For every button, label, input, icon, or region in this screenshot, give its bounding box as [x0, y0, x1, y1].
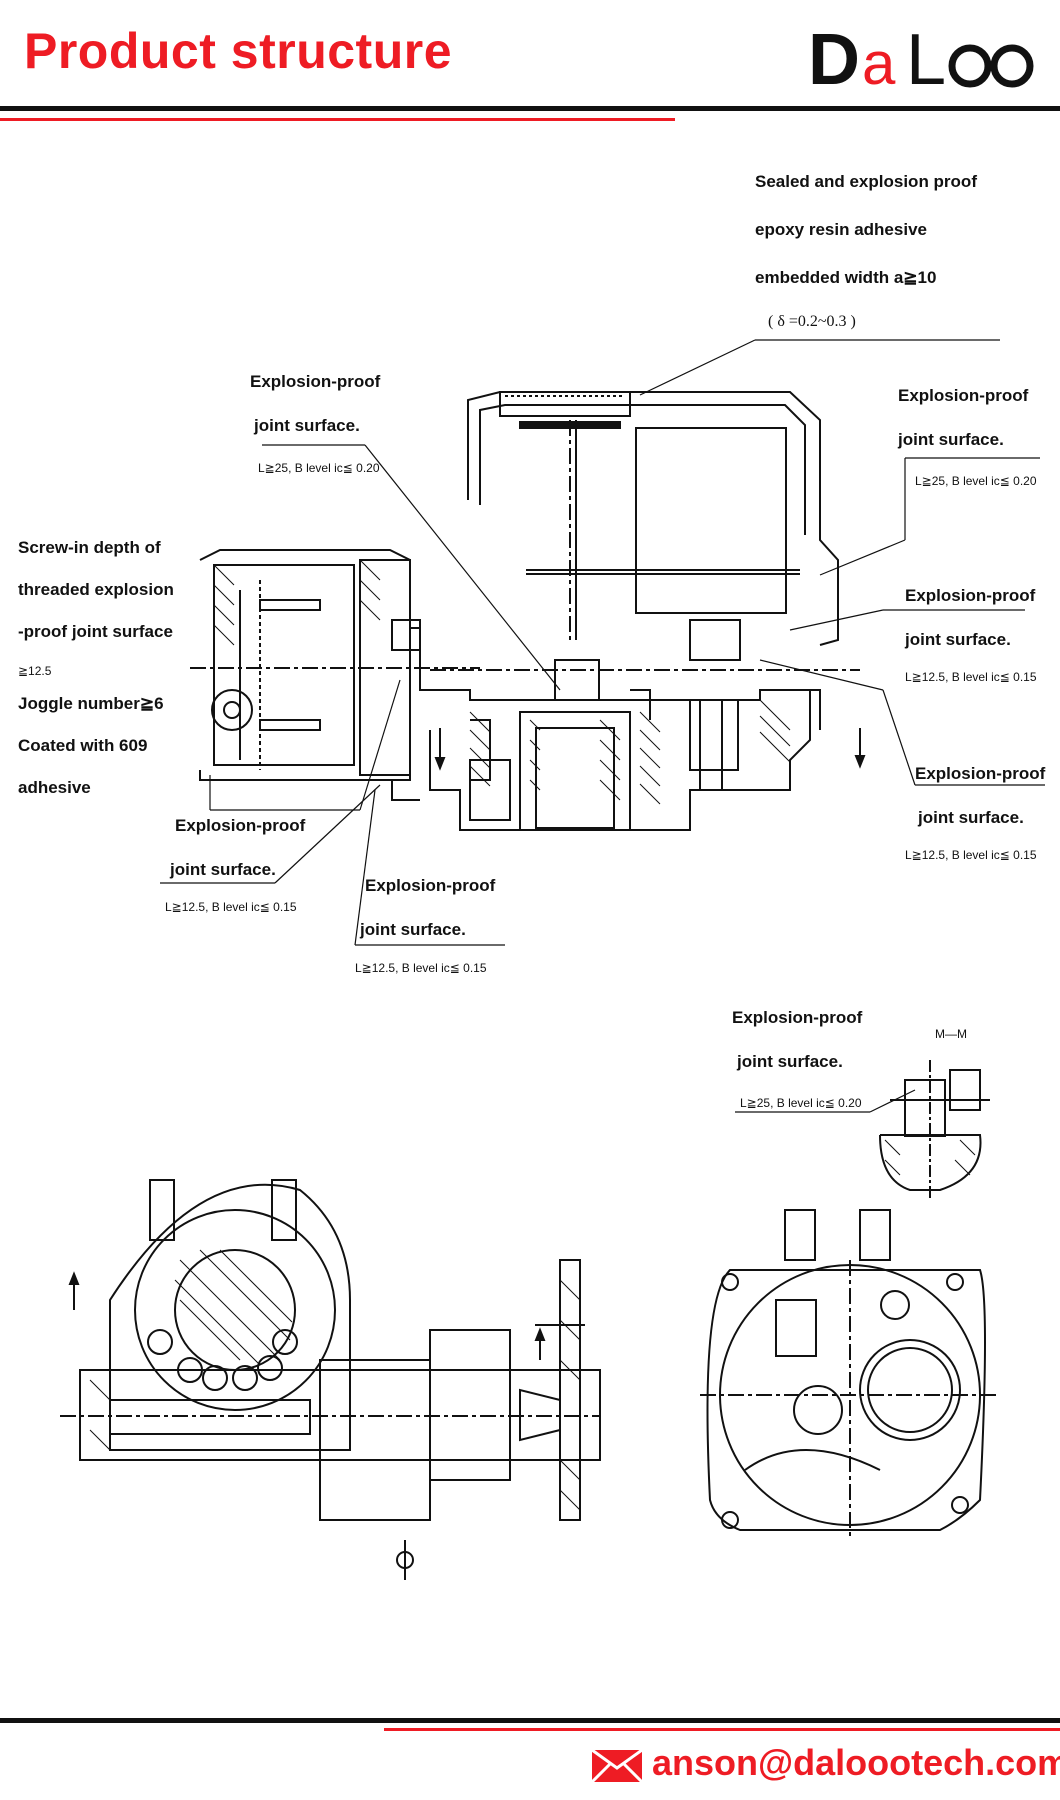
label-mid-right-spec: L≧12.5, B level ic≦ 0.15 — [905, 670, 1037, 684]
terminal-chamber — [190, 549, 480, 801]
label-screw-1: Screw-in depth of — [18, 538, 161, 557]
main-housing — [410, 391, 866, 831]
label-low-right-1: Explosion-proof — [915, 764, 1046, 783]
label-mid-right-1: Explosion-proof — [905, 586, 1036, 605]
label-screw-2: threaded explosion — [18, 580, 174, 599]
label-sealed-1: Sealed and explosion proof — [755, 172, 977, 191]
label-top-left-spec: L≧25, B level ic≦ 0.20 — [258, 461, 380, 475]
label-sealed-4: ( δ =0.2~0.3 ) — [768, 313, 856, 330]
label-top-left-2: joint surface. — [254, 416, 360, 435]
header-rule-black — [0, 106, 1060, 111]
page-title: Product structure — [24, 23, 453, 79]
label-screw-5: Joggle number≧6 — [18, 694, 164, 713]
label-screw-4: ≧12.5 — [18, 664, 52, 678]
label-sealed-2: epoxy resin adhesive — [755, 220, 927, 239]
label-sealed-3: embedded width a≧10 — [755, 268, 937, 287]
label-top-right-2: joint surface. — [898, 430, 1004, 449]
contact: anson@daloootech.com — [590, 1740, 1060, 1790]
label-screw-3: -proof joint surface — [18, 622, 173, 641]
label-top-right-spec: L≧25, B level ic≦ 0.20 — [915, 474, 1037, 488]
leader-lines-top — [160, 339, 1045, 946]
label-low-left-1: Explosion-proof — [175, 816, 306, 835]
label-low-left-2: joint surface. — [170, 860, 276, 879]
svg-text:D: D — [808, 22, 860, 100]
mail-icon — [590, 1748, 644, 1784]
svg-text:a: a — [862, 30, 896, 97]
svg-text:L: L — [906, 22, 946, 100]
label-low-mid-spec: L≧12.5, B level ic≦ 0.15 — [355, 961, 487, 975]
label-mm-spec: L≧25, B level ic≦ 0.20 — [740, 1096, 862, 1110]
label-mm-2: joint surface. — [737, 1052, 843, 1071]
label-mid-right-2: joint surface. — [905, 630, 1011, 649]
footer-rule-black — [0, 1718, 1060, 1723]
label-low-left-spec: L≧12.5, B level ic≦ 0.15 — [165, 900, 297, 914]
footer-rule-red — [384, 1728, 1060, 1731]
label-screw-6: Coated with 609 — [18, 736, 148, 755]
label-screw-7: adhesive — [18, 778, 91, 797]
label-mm-section: M—M — [935, 1027, 967, 1041]
label-low-mid-2: joint surface. — [360, 920, 466, 939]
header-rule-red — [0, 118, 675, 121]
mm-section — [879, 1060, 990, 1200]
email-link[interactable]: anson@daloootech.com — [652, 1742, 1060, 1783]
gearbox-section — [60, 1179, 601, 1580]
daloo-logo: D a L — [808, 22, 1034, 100]
label-low-right-2: joint surface. — [918, 808, 1024, 827]
top-view — [700, 1209, 1000, 1540]
label-top-right-1: Explosion-proof — [898, 386, 1029, 405]
label-top-left-1: Explosion-proof — [250, 372, 381, 391]
label-low-mid-1: Explosion-proof — [365, 876, 496, 895]
label-mm-1: Explosion-proof — [732, 1008, 863, 1027]
label-low-right-spec: L≧12.5, B level ic≦ 0.15 — [905, 848, 1037, 862]
